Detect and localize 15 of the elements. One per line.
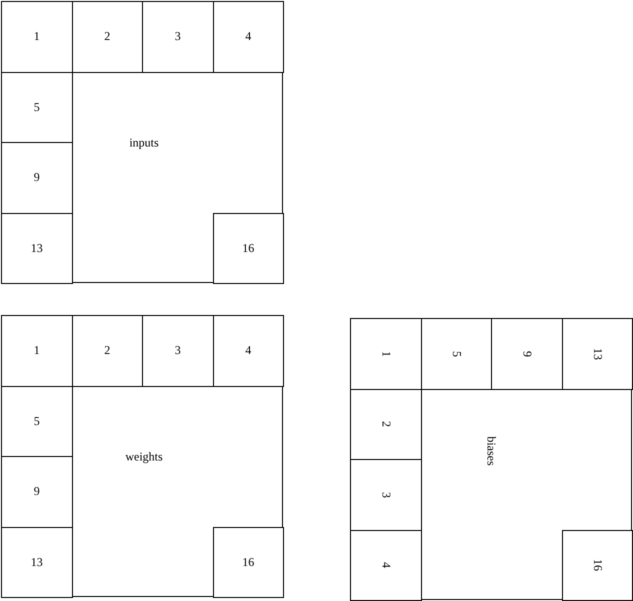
matrix-panel xyxy=(350,318,632,600)
grid-cell: 4 xyxy=(212,315,284,386)
grid-cell: 16 xyxy=(212,212,284,284)
panel-label: biases xyxy=(484,436,498,466)
matrix-panel xyxy=(1,1,283,283)
grid-cell: 13 xyxy=(1,212,72,284)
grid-cell: 16 xyxy=(562,530,633,601)
grid-cell: 4 xyxy=(212,1,284,72)
grid-cell: 16 xyxy=(212,526,284,598)
panel-label: inputs xyxy=(129,136,159,150)
panel-label: weights xyxy=(125,450,163,464)
grid-cell: 13 xyxy=(1,526,72,598)
grid-cell: 13 xyxy=(562,318,633,390)
matrix-panel xyxy=(1,315,283,597)
grid-cell: 4 xyxy=(350,530,422,601)
